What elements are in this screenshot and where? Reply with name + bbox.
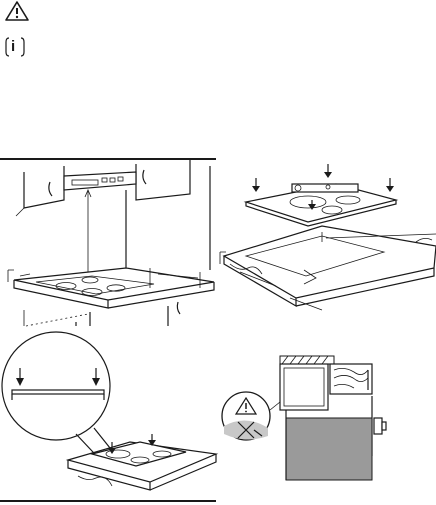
seal-strip-application-illustration xyxy=(0,330,220,500)
information-icon: i xyxy=(5,36,25,58)
hob-insertion-cutout-illustration xyxy=(216,160,436,320)
warning-triangle-icon xyxy=(4,0,30,22)
cross-section-detail-illustration xyxy=(218,346,436,481)
kitchen-hood-clearance-illustration xyxy=(0,160,218,330)
section-divider-left-bottom xyxy=(0,500,216,502)
information-icon-letter: i xyxy=(11,38,15,55)
